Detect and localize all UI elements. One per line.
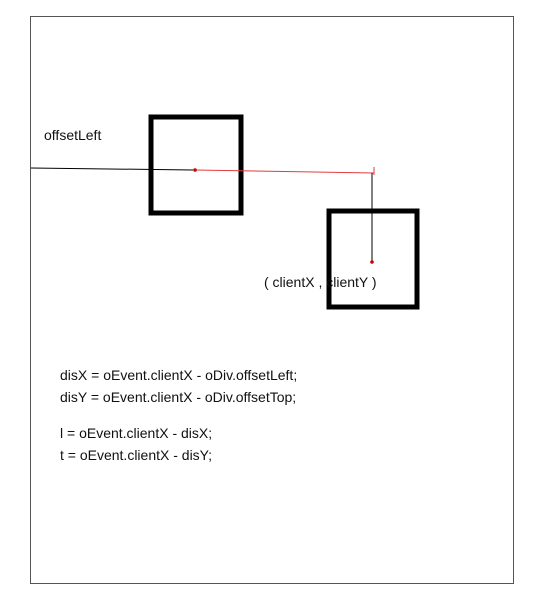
offset-left-line: [30, 167, 194, 171]
code-line-t: t = oEvent.clientX - disY;: [60, 447, 212, 463]
code-line-disx: disX = oEvent.clientX - oDiv.offsetLeft;: [60, 367, 298, 383]
code-gap: [60, 412, 297, 426]
mouse-point-original: [193, 168, 197, 172]
original-div-box: [148, 114, 244, 216]
moved-div-box: [326, 208, 420, 310]
diagram-frame: [30, 16, 514, 584]
client-coords-label: ( clientX , clientY ): [264, 274, 377, 290]
code-line-disy: disY = oEvent.clientX - oDiv.offsetTop;: [60, 389, 297, 405]
mouse-point-client: [370, 260, 374, 264]
code-block: disX = oEvent.clientX - oDiv.offsetLeft;…: [60, 368, 297, 470]
offset-left-label: offsetLeft: [44, 127, 102, 143]
client-x-line: [194, 169, 375, 174]
code-line-l: l = oEvent.clientX - disX;: [60, 425, 213, 441]
